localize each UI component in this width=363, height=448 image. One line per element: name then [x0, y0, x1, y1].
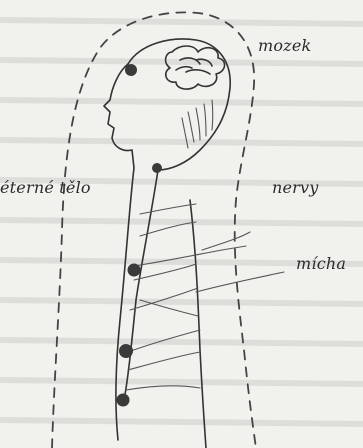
label-etheric-body: éterné tělo	[0, 178, 91, 197]
brain-scribble	[166, 46, 225, 89]
spine-node-chest	[128, 264, 141, 277]
paper-texture	[0, 20, 363, 424]
spine-node-waist	[119, 344, 133, 358]
label-nerves: nervy	[272, 178, 319, 197]
label-spinal-cord: mícha	[296, 254, 346, 273]
spine-node-base	[117, 394, 130, 407]
label-brain: mozek	[258, 36, 311, 55]
nerves-pointer	[202, 232, 250, 250]
nerve-branches	[126, 204, 246, 390]
spine-node-head	[125, 64, 137, 76]
spinal-cord-line	[124, 170, 158, 400]
back-line	[190, 200, 206, 448]
spinal-cord-pointer	[196, 272, 284, 292]
spine-node-neck	[152, 163, 162, 173]
